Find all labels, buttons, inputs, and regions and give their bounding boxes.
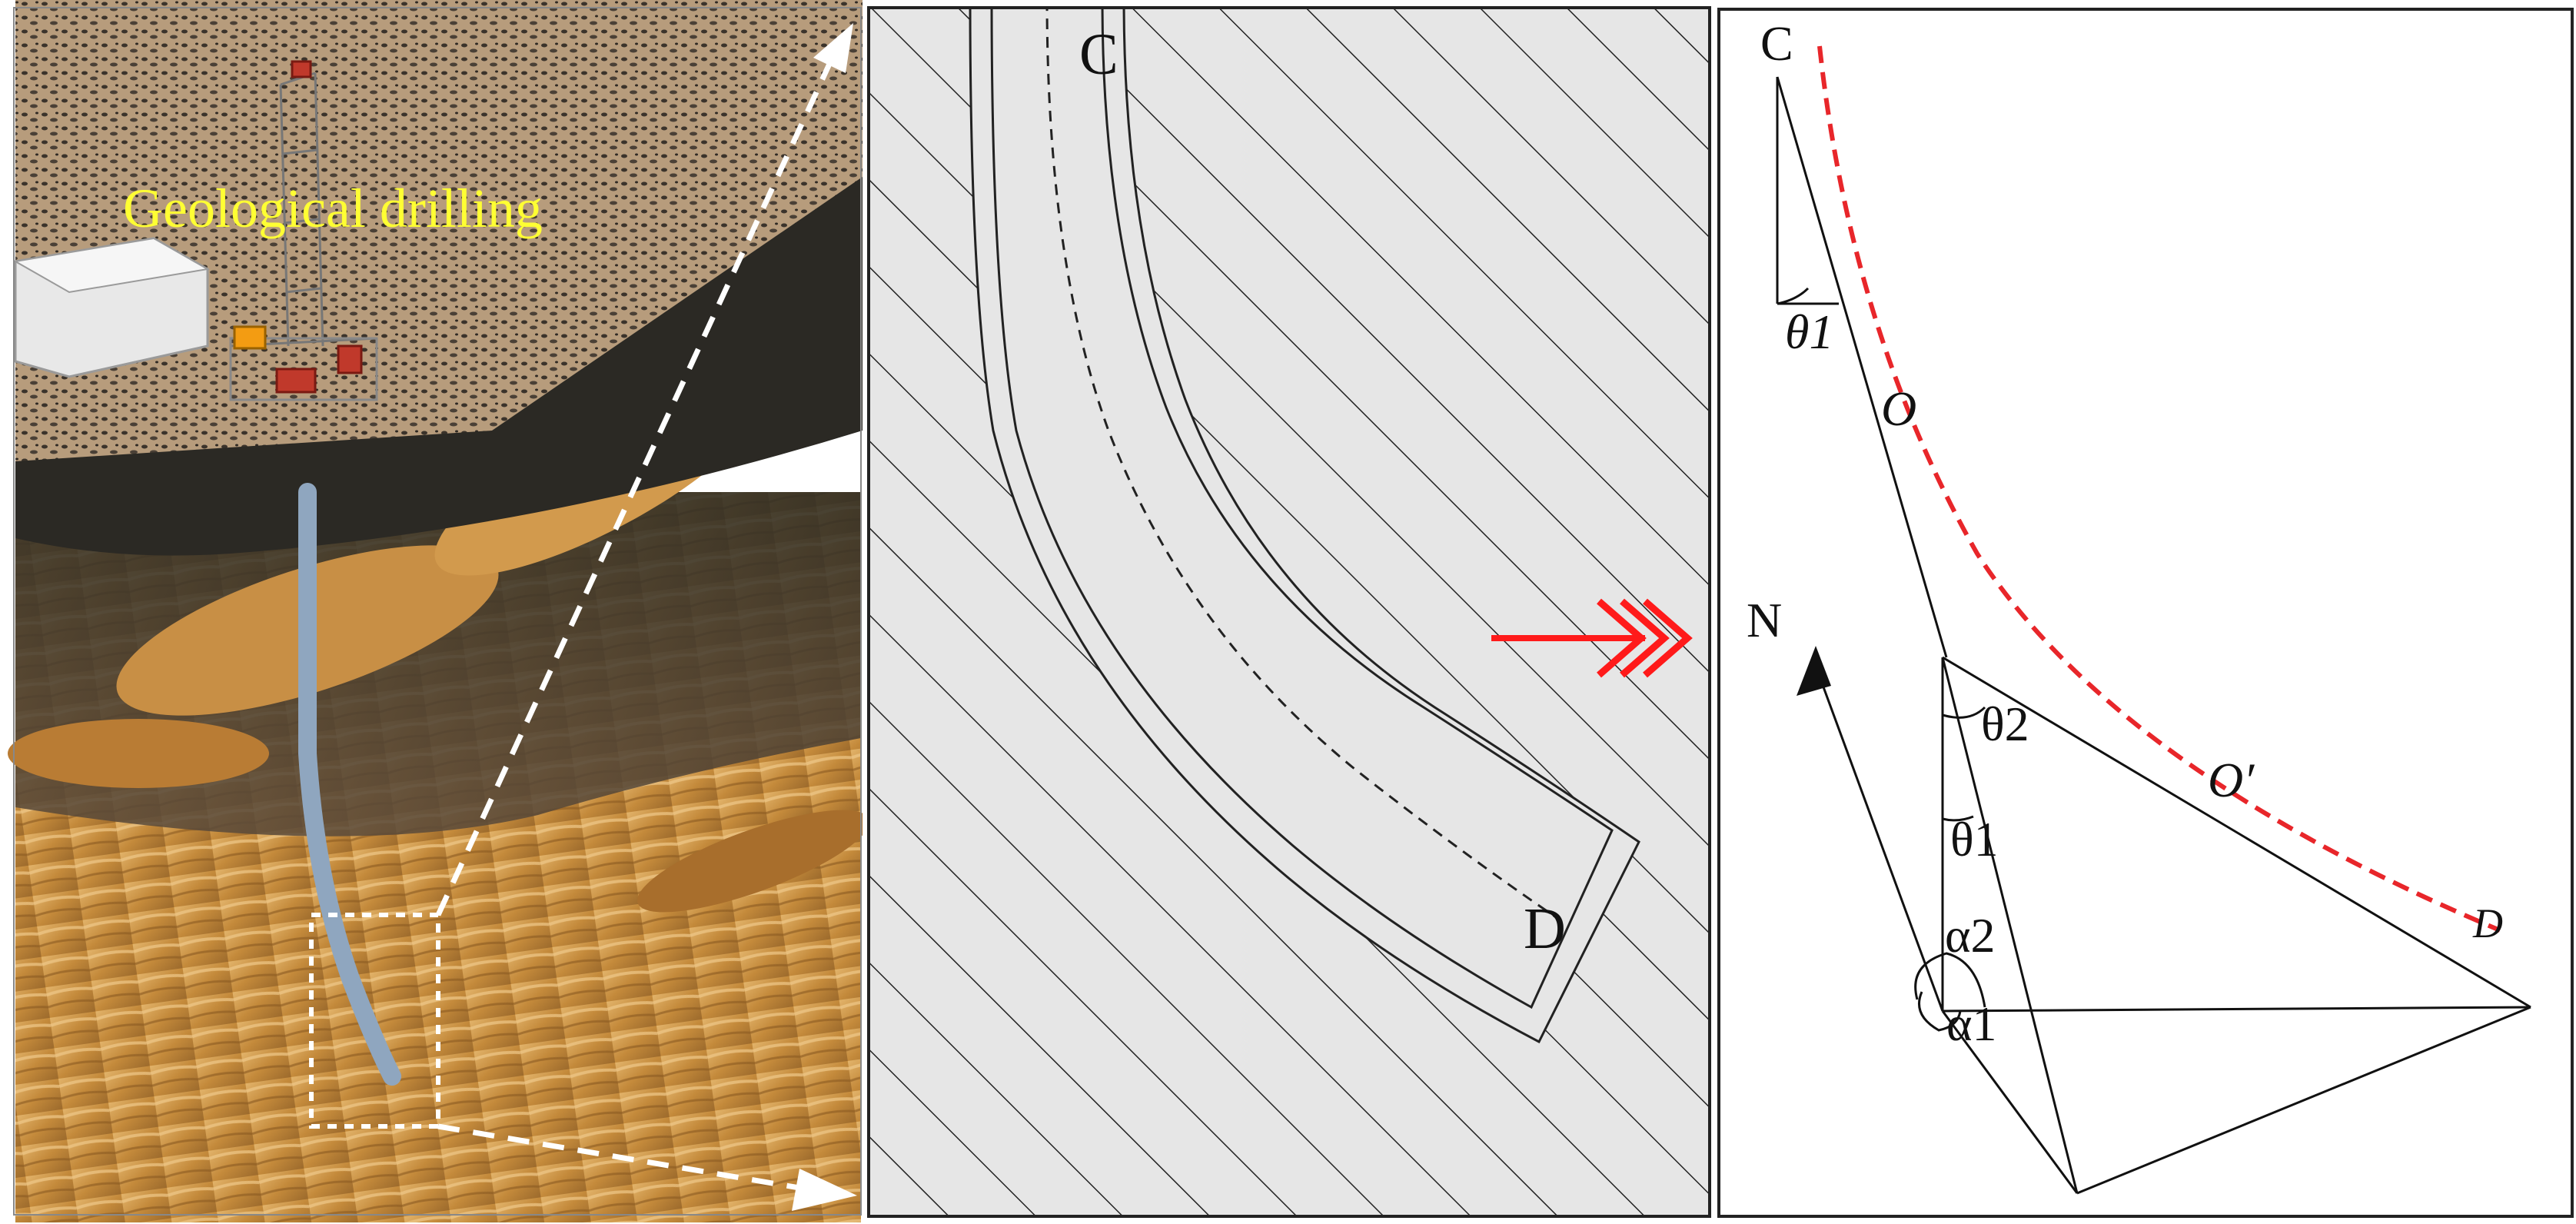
bore-channel <box>990 8 1614 1009</box>
theta1-top-arc <box>1777 287 1810 305</box>
label-n: N <box>1747 593 1783 647</box>
drilling-rig <box>229 60 378 401</box>
tangent-line-o-d <box>1942 656 2531 1009</box>
segment-to-bottom <box>1941 657 2079 1194</box>
geological-drilling-caption: Geological drilling <box>123 178 543 239</box>
trajectory-curve <box>1817 45 2501 933</box>
north-line <box>1818 676 1944 1012</box>
label-theta1-top: θ1 <box>1785 304 1834 359</box>
alpha2-arc <box>1914 952 1986 1008</box>
drilling-illustration <box>0 0 863 1224</box>
theta1-mid-arc <box>1942 815 1974 822</box>
label-c-right: C <box>1760 16 1793 71</box>
bore-centerline <box>1045 8 1559 920</box>
label-alpha2: α2 <box>1945 908 1996 963</box>
borehole-cross-section <box>867 6 1711 1218</box>
label-c: C <box>1079 22 1118 87</box>
ground-surface <box>15 0 863 461</box>
label-alpha1: α1 <box>1946 996 1997 1051</box>
zoom-arrowhead-bottom <box>792 1169 857 1211</box>
zoom-arrowhead-top <box>813 23 853 73</box>
tangent-line-c-o <box>1776 76 1948 658</box>
label-theta1-mid: θ1 <box>1950 812 1999 866</box>
lower-right-edge <box>2076 1006 2531 1195</box>
geometry-diagram <box>1717 8 2574 1218</box>
theta2-arc <box>1942 706 1986 719</box>
north-arrow-icon <box>1797 646 1831 696</box>
label-d: D <box>1524 896 1566 961</box>
label-o-prime: O′ <box>2208 753 2255 807</box>
geometry-diagram-panel: C θ1 O N θ2 O′ θ1 α2 α1 D <box>1716 0 2576 1224</box>
lower-left-edge <box>1941 1010 2079 1194</box>
horizontal-base-line <box>1942 1006 2531 1013</box>
label-theta2: θ2 <box>1981 697 2029 751</box>
zoom-line-bottom <box>437 1123 800 1191</box>
borehole-cross-section-panel: C D <box>863 0 1716 1224</box>
label-d-right: D <box>2473 900 2503 946</box>
transition-arrow <box>1491 598 1693 678</box>
site-building <box>13 237 210 378</box>
borehole-pipe <box>298 483 401 1086</box>
zoom-line-top <box>435 52 837 916</box>
drilling-illustration-panel: Geological drilling <box>0 0 863 1224</box>
label-o: O <box>1881 381 1917 436</box>
alpha1-arc <box>1918 991 1962 1032</box>
